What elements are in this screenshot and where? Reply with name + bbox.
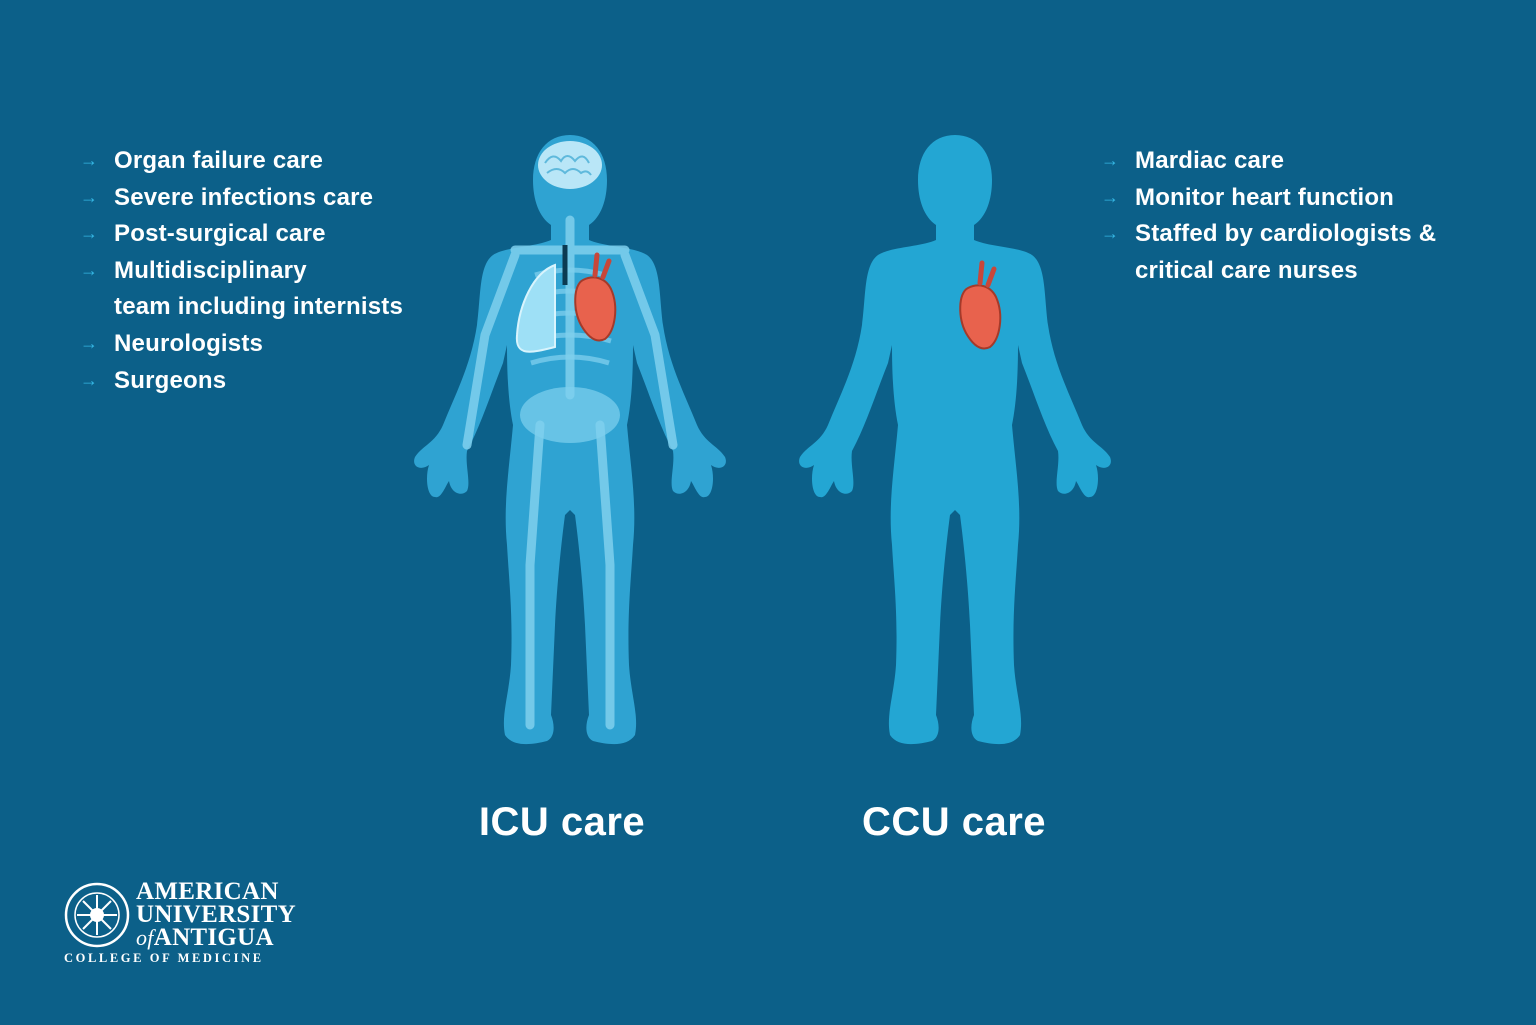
icu-feature-item: →Severe infections care xyxy=(80,180,403,217)
arrow-right-icon: → xyxy=(80,369,99,390)
brain-icon xyxy=(538,141,602,189)
icu-feature-item: →Neurologists xyxy=(80,326,403,363)
heart-icon xyxy=(574,252,617,342)
arrow-right-icon: → xyxy=(80,186,99,207)
arrow-right-icon: → xyxy=(1101,186,1120,207)
ccu-caption: CCU care xyxy=(861,800,1047,844)
heart-icon xyxy=(959,260,1002,350)
ccu-feature-item: →Staffed by cardiologists & critical car… xyxy=(1101,216,1436,289)
arrow-right-icon: → xyxy=(1101,150,1120,170)
arrow-right-icon: → xyxy=(80,259,99,280)
icu-caption: ICU care xyxy=(478,800,646,844)
wordmark: AMERICAN UNIVERSITY ofANTIGUA xyxy=(136,878,296,951)
ccu-features-list: →Mardiac care →Monitor heart function →S… xyxy=(1101,143,1436,289)
university-logo: AMERICAN UNIVERSITY ofANTIGUA COLLEGE OF… xyxy=(64,878,304,970)
arrow-right-icon: → xyxy=(80,332,99,353)
icu-features-list: →Organ failure care →Severe infections c… xyxy=(80,143,403,399)
ccu-feature-item: →Monitor heart function xyxy=(1101,180,1436,217)
arrow-right-icon: → xyxy=(1101,223,1120,244)
logo-subtitle: COLLEGE OF MEDICINE xyxy=(64,951,264,965)
lung-icon xyxy=(515,263,556,353)
arrow-right-icon: → xyxy=(80,150,99,170)
seal-icon xyxy=(64,882,130,948)
ccu-body-figure xyxy=(799,135,1111,745)
icu-feature-item: →Post-surgical care xyxy=(80,216,403,253)
icu-body-figure xyxy=(414,135,726,745)
ccu-feature-item: →Mardiac care xyxy=(1101,143,1436,180)
arrow-right-icon: → xyxy=(80,223,99,244)
icu-feature-item: →Surgeons xyxy=(80,363,403,400)
icu-feature-item: →Organ failure care xyxy=(80,143,403,180)
icu-feature-item: →Multidisciplinary team including intern… xyxy=(80,253,403,326)
